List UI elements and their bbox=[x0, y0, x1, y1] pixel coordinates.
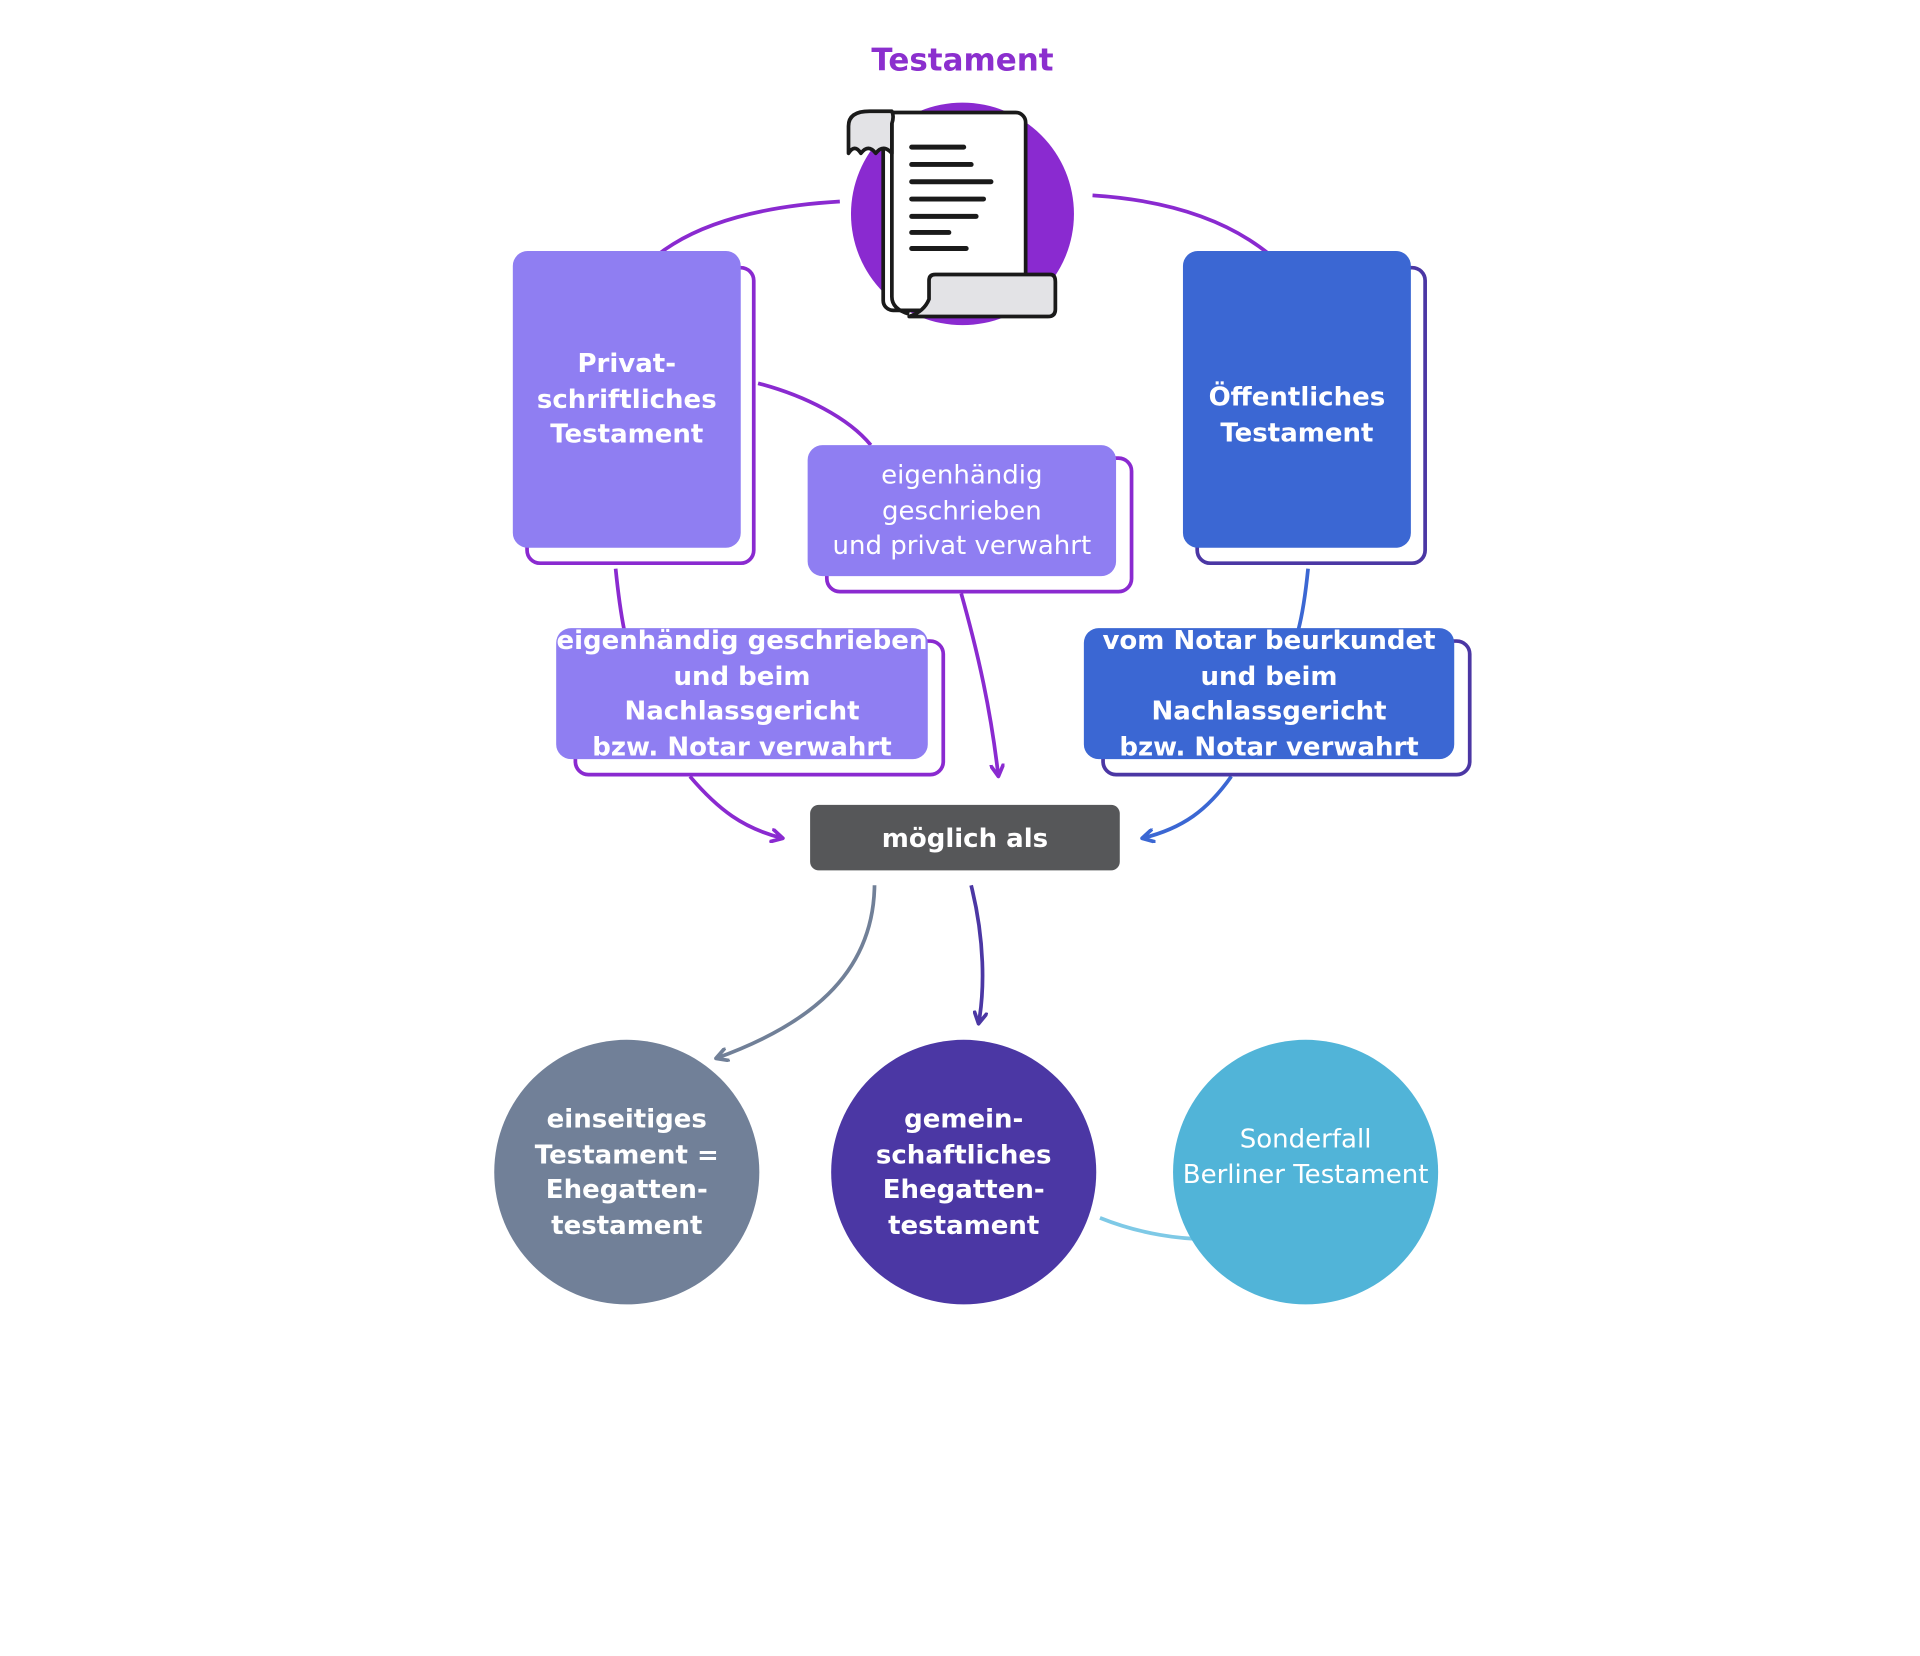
node-berliner-testament: Sonderfall Berliner Testament bbox=[1173, 1039, 1439, 1305]
arrow-moeglich-to-gemeinschaftlich bbox=[969, 884, 982, 1023]
arrow-gericht-verwahrt-to-moeglich bbox=[688, 775, 783, 838]
node-privat-verwahrt-label: eigenhändig geschrieben und privat verwa… bbox=[832, 460, 1092, 561]
node-berliner-label: Sonderfall Berliner Testament bbox=[1182, 1123, 1429, 1189]
node-moeglich-als: möglich als bbox=[810, 804, 1120, 871]
line-privat-to-privat-verwahrt bbox=[757, 381, 873, 447]
node-oeffentlich-label: Öffentliches Testament bbox=[1208, 382, 1386, 447]
arrow-privat-verwahrt-to-moeglich bbox=[959, 592, 998, 776]
node-einseitig-label: einseitiges Testament = Ehegatten- testa… bbox=[534, 1104, 719, 1240]
node-privat-verwahrt: eigenhändig geschrieben und privat verwa… bbox=[807, 445, 1134, 594]
arrow-notar-verwahrt-to-moeglich bbox=[1142, 775, 1233, 838]
scroll-document-icon bbox=[842, 101, 1090, 336]
node-notar-verwahrt-label: vom Notar beurkundet und beim Nachlassge… bbox=[1102, 625, 1436, 762]
node-gemeinschaftlich-label: gemein- schaftliches Ehegatten- testamen… bbox=[875, 1104, 1052, 1240]
node-privatschriftliches-testament: Privat- schriftliches Testament bbox=[512, 250, 756, 566]
line-oeffentlich-to-notar-verwahrt bbox=[1296, 568, 1310, 632]
line-privat-to-gericht-verwahrt bbox=[613, 568, 627, 631]
node-gemeinschaftliches-testament: gemein- schaftliches Ehegatten- testamen… bbox=[831, 1039, 1097, 1305]
node-oeffentliches-testament: Öffentliches Testament bbox=[1182, 250, 1427, 566]
node-gericht-verwahrt-label: eigenhändig geschrieben und beim Nachlas… bbox=[556, 625, 928, 762]
diagram-title: Testament bbox=[871, 42, 1054, 78]
arrow-moeglich-to-einseitig bbox=[716, 885, 877, 1058]
node-privat-label: Privat- schriftliches Testament bbox=[536, 348, 717, 450]
node-notar-verwahrt: vom Notar beurkundet und beim Nachlassge… bbox=[1083, 626, 1472, 777]
node-einseitiges-testament: einseitiges Testament = Ehegatten- testa… bbox=[494, 1039, 760, 1305]
node-gericht-verwahrt: eigenhändig geschrieben und beim Nachlas… bbox=[556, 626, 946, 777]
